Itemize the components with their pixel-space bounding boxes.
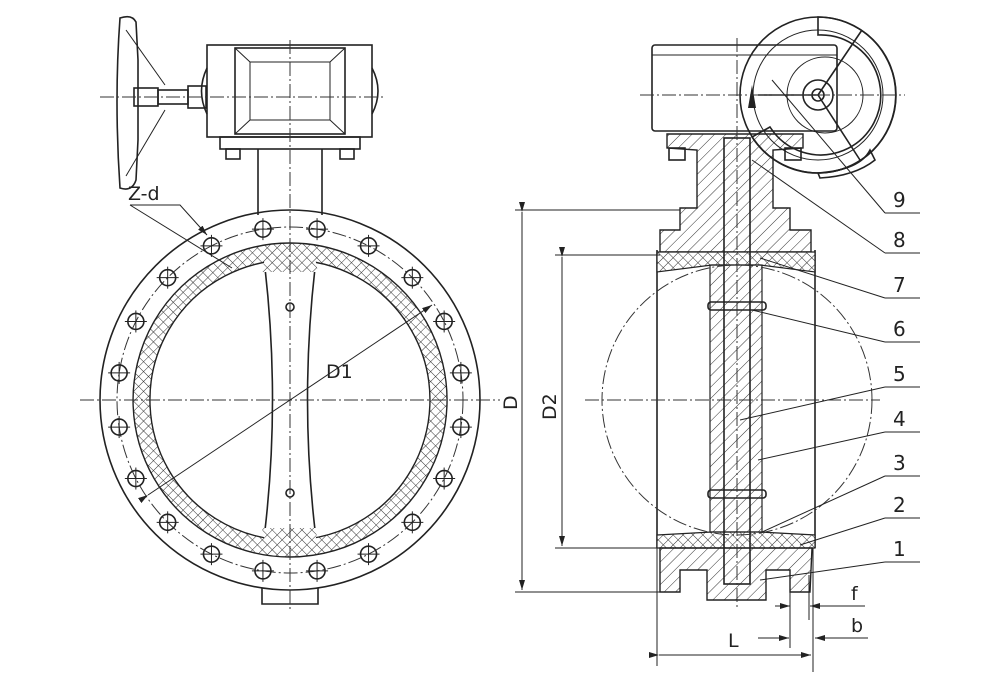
bolt-hole bbox=[251, 218, 274, 241]
part-number-label: 4 bbox=[893, 407, 906, 431]
part-number-label: 1 bbox=[893, 537, 906, 561]
bolt-hole bbox=[401, 266, 424, 289]
d1-label: D1 bbox=[326, 361, 353, 383]
bolt-hole bbox=[306, 559, 329, 582]
d2-label: D2 bbox=[539, 393, 561, 420]
bolt-hole bbox=[449, 416, 472, 439]
bolt-hole bbox=[108, 361, 131, 384]
part-number-label: 9 bbox=[893, 188, 906, 212]
bolt-hole bbox=[433, 467, 456, 490]
bonnet bbox=[659, 133, 812, 253]
bolt-hole bbox=[449, 361, 472, 384]
side-section-view: D D2 L f b 9 8 7 6 5 4 3 2 1 bbox=[500, 16, 920, 672]
part-callout-8: 8 bbox=[751, 159, 920, 254]
bolt-hole bbox=[306, 218, 329, 241]
l-label: L bbox=[728, 630, 739, 652]
z-d-leader bbox=[130, 204, 208, 236]
z-d-label: Z-d bbox=[128, 183, 160, 205]
part-number-label: 6 bbox=[893, 317, 906, 341]
bolt-hole bbox=[200, 543, 223, 566]
bottom-bearing bbox=[659, 547, 813, 601]
bolt-holes bbox=[108, 218, 472, 582]
bolt-hole bbox=[156, 511, 179, 534]
part-callouts: 9 8 7 6 5 4 3 2 1 bbox=[739, 79, 920, 581]
neck bbox=[257, 149, 323, 215]
disc-hub bbox=[709, 264, 763, 533]
bolt-hole bbox=[357, 543, 380, 566]
liner-bottom bbox=[656, 531, 816, 549]
part-callout-5: 5 bbox=[739, 362, 920, 421]
bolt-hole bbox=[401, 511, 424, 534]
front-view: D1 Z-d bbox=[80, 15, 500, 612]
part-number-label: 2 bbox=[893, 493, 906, 517]
part-callout-9: 9 bbox=[771, 79, 920, 214]
part-number-label: 3 bbox=[893, 451, 906, 475]
part-callout-7: 7 bbox=[759, 257, 920, 299]
part-callout-2: 2 bbox=[799, 493, 920, 546]
part-number-label: 5 bbox=[893, 362, 906, 386]
bolt-hole bbox=[124, 310, 147, 333]
bolt-hole bbox=[251, 559, 274, 582]
part-number-label: 7 bbox=[893, 273, 906, 297]
part-callout-1: 1 bbox=[759, 537, 920, 581]
bolt-hole bbox=[200, 234, 223, 257]
d1-dimension-line bbox=[138, 304, 433, 504]
bolt-hole bbox=[156, 266, 179, 289]
bolt-hole bbox=[124, 467, 147, 490]
part-callout-4: 4 bbox=[757, 407, 920, 461]
bolt-hole bbox=[108, 416, 131, 439]
part-number-label: 8 bbox=[893, 228, 906, 252]
bolt-hole bbox=[433, 310, 456, 333]
gearbox-side bbox=[651, 44, 838, 132]
part-callout-6: 6 bbox=[751, 309, 920, 343]
f-label: f bbox=[851, 583, 859, 605]
b-label: b bbox=[851, 615, 863, 637]
handwheel-side bbox=[116, 15, 207, 190]
part-callout-3: 3 bbox=[761, 451, 920, 533]
d-label: D bbox=[500, 395, 522, 410]
bolt-hole bbox=[357, 234, 380, 257]
